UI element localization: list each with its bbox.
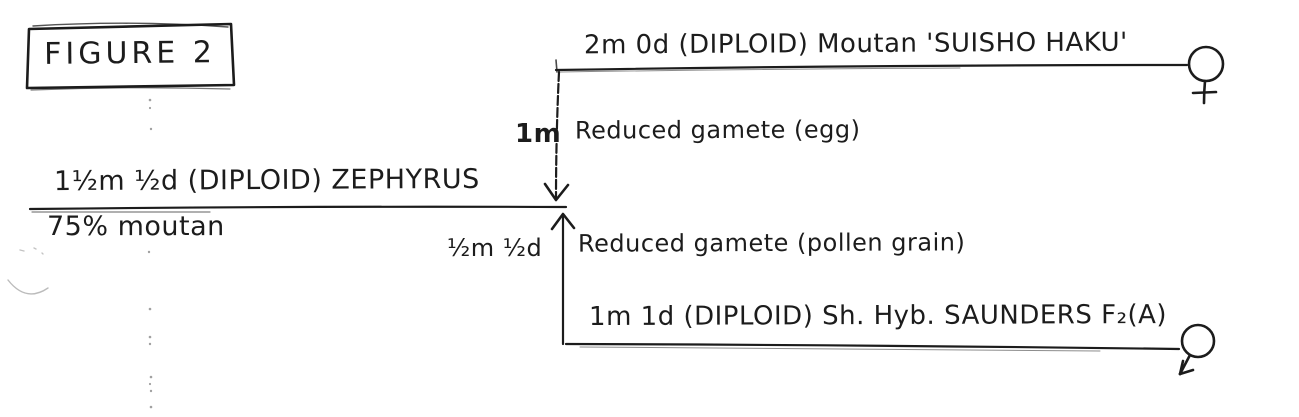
egg-contribution-label: 1m: [515, 119, 562, 149]
offspring-label: 1½m ½d (DIPLOID) ZEPHYRUS: [53, 163, 480, 198]
offspring-moutan-percentage: 75% moutan: [47, 211, 225, 242]
figure-label: FIGURE 2: [43, 35, 217, 72]
pollen-contribution-label: ½m ½d: [447, 234, 543, 262]
female-parent-label: 2m 0d (DIPLOID) Moutan 'SUISHO HAKU': [583, 27, 1128, 61]
smudge-arc: [7, 247, 49, 295]
male-parent-line: [564, 342, 1181, 351]
pollen-arrow: [550, 212, 576, 346]
figure-label-box: [25, 22, 236, 91]
scan-fold-dots: [147, 98, 153, 409]
female-parent-line: [554, 63, 1189, 72]
top-corner-tick: [555, 59, 558, 73]
male-icon: [1178, 323, 1216, 376]
male-parent-line-sketch: [579, 346, 1101, 352]
male-parent-label: 1m 1d (DIPLOID) Sh. Hyb. SAUNDERS F₂(A): [588, 299, 1168, 333]
female-parent-line-sketch: [559, 67, 961, 73]
egg-gamete-label: Reduced gamete (egg): [574, 115, 861, 145]
egg-arrow: [543, 70, 570, 202]
pollen-gamete-label: Reduced gamete (pollen grain): [577, 228, 966, 258]
offspring-line: [28, 205, 568, 211]
female-icon: [1187, 45, 1225, 105]
